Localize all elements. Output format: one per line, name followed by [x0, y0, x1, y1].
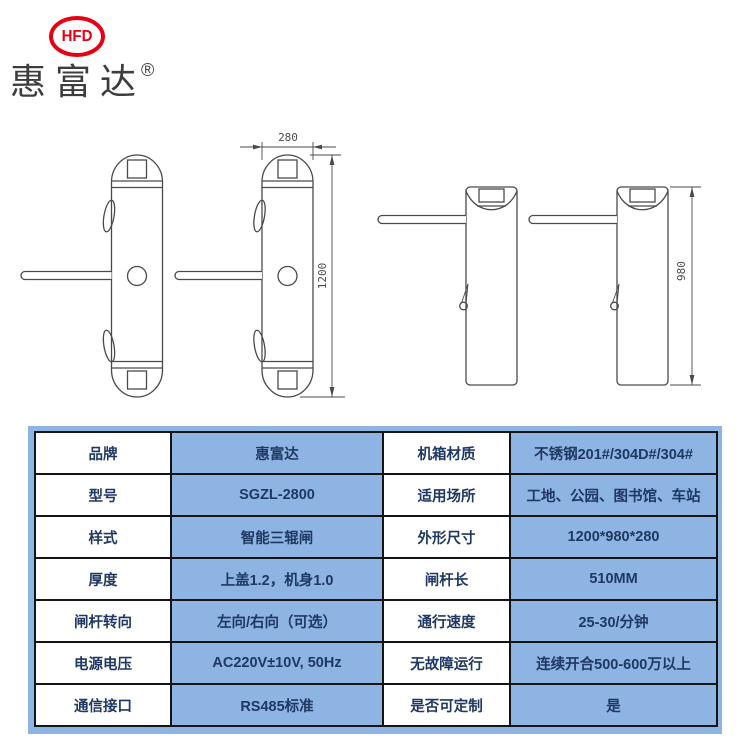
spec-label-size: 外形尺寸	[384, 517, 509, 557]
spec-value-pass-speed: 25-30/分钟	[511, 601, 716, 641]
spec-value-arm-direction: 左向/右向（可选）	[172, 601, 382, 641]
spec-label-style: 样式	[36, 517, 170, 557]
front-column-2	[261, 154, 314, 398]
registered-mark-icon: ®	[141, 60, 155, 80]
brand-line: 惠富达®	[10, 53, 154, 105]
spec-label-arm-direction: 闸杆转向	[36, 601, 170, 641]
top-cover-arc	[616, 190, 669, 211]
side-view-group: 980	[377, 186, 701, 386]
front-view-group: 280 1200	[20, 131, 345, 398]
spec-label-customizable: 是否可定制	[384, 685, 509, 725]
spec-value-customizable: 是	[511, 685, 716, 725]
barrier-arm	[377, 214, 466, 225]
hfd-logo-monogram: HFD	[61, 27, 93, 46]
spec-label-arm-length: 闸杆长	[384, 559, 509, 599]
spec-value-brand: 惠富达	[172, 433, 382, 473]
side-column-1	[465, 186, 518, 386]
spec-label-model: 型号	[36, 475, 170, 515]
dimension-label-1200: 1200	[316, 263, 329, 290]
spec-label-thickness: 厚度	[36, 559, 170, 599]
reader-window	[629, 188, 656, 203]
bottom-indicator-window	[126, 370, 148, 390]
hook-clip	[253, 199, 266, 233]
spec-value-size: 1200*980*280	[511, 517, 716, 557]
hfd-logo-oval: HFD	[49, 16, 105, 57]
hook-clip	[102, 199, 116, 233]
arm-hub	[126, 265, 148, 287]
hook-clip	[253, 329, 266, 363]
top-indicator-window	[126, 159, 148, 179]
spec-label-comm-port: 通信接口	[36, 685, 170, 725]
spec-value-voltage: AC220V±10V, 50Hz	[172, 643, 382, 683]
top-cover-arc	[465, 190, 518, 211]
barrier-arm	[528, 214, 617, 225]
spec-value-style: 智能三辊闸	[172, 517, 382, 557]
hook-clip	[459, 301, 468, 311]
spec-value-mtbf: 连续开合500-600万以上	[511, 643, 716, 683]
spec-value-usage: 工地、公园、图书馆、车站	[511, 475, 716, 515]
brand-name: 惠富达	[10, 61, 146, 102]
spec-label-material: 机箱材质	[384, 433, 509, 473]
dimension-label-980: 980	[675, 261, 688, 281]
spec-value-material: 不锈钢201#/304D#/304#	[511, 433, 716, 473]
bottom-indicator-window	[277, 370, 298, 390]
front-column-1	[110, 154, 164, 398]
spec-label-brand: 品牌	[36, 433, 170, 473]
side-column-2	[616, 186, 669, 386]
spec-table-panel: 品牌 惠富达 机箱材质 不锈钢201#/304D#/304# 型号 SGZL-2…	[28, 426, 722, 734]
spec-label-usage: 适用场所	[384, 475, 509, 515]
technical-drawing: 280 1200	[20, 131, 701, 398]
spec-value-model: SGZL-2800	[172, 475, 382, 515]
reader-window	[478, 188, 505, 203]
spec-value-comm-port: RS485标准	[172, 685, 382, 725]
hook-clip	[102, 329, 116, 363]
spec-value-arm-length: 510MM	[511, 559, 716, 599]
spec-table: 品牌 惠富达 机箱材质 不锈钢201#/304D#/304# 型号 SGZL-2…	[34, 431, 718, 727]
spec-label-mtbf: 无故障运行	[384, 643, 509, 683]
hook-clip	[610, 301, 619, 311]
top-indicator-window	[277, 159, 298, 179]
barrier-arm	[20, 270, 112, 281]
dimension-height-980: 980	[670, 186, 701, 386]
spec-label-pass-speed: 通行速度	[384, 601, 509, 641]
dimension-height-1200: 1200	[300, 154, 345, 398]
spec-label-voltage: 电源电压	[36, 643, 170, 683]
arm-hub	[277, 265, 298, 287]
barrier-arm	[174, 270, 262, 281]
spec-value-thickness: 上盖1.2，机身1.0	[172, 559, 382, 599]
dimension-width-280: 280	[240, 131, 336, 160]
dimension-label-280: 280	[278, 131, 298, 144]
